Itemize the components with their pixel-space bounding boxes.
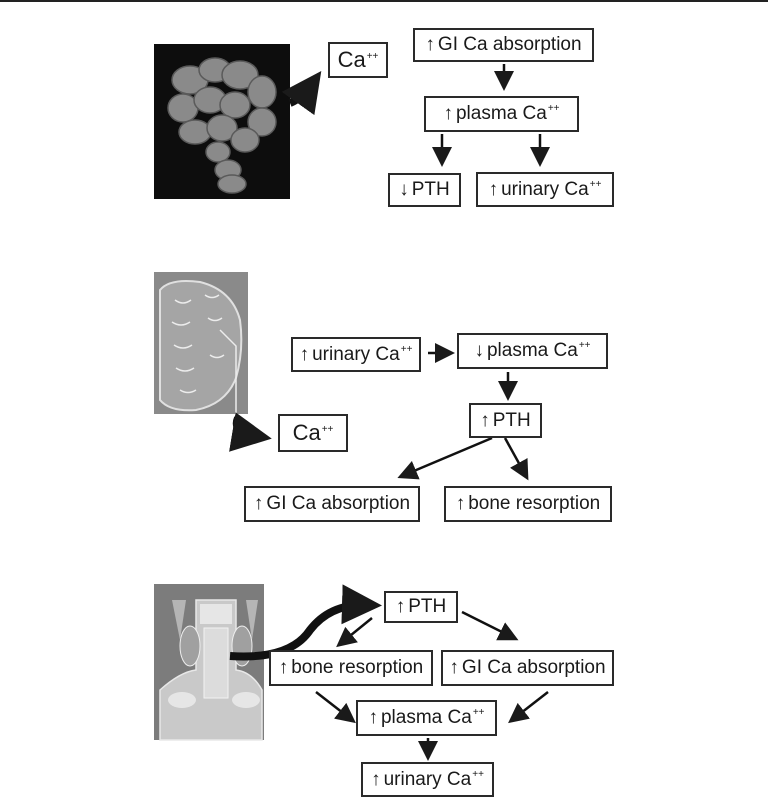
- up-arrow-icon: ↑: [449, 657, 459, 678]
- kidney-image: [154, 272, 248, 414]
- p2-pth-box: ↑PTH: [469, 403, 542, 438]
- p1-urinary-label: urinary Ca: [501, 179, 589, 200]
- transfer-arrow-1: [290, 84, 312, 103]
- arrow-p3-pth-gi: [462, 612, 514, 638]
- p3-plasma-label: plasma Ca: [381, 707, 472, 728]
- p3-gi-label: GI Ca absorption: [462, 657, 606, 678]
- p2-plasma-superscript: ++: [579, 340, 591, 351]
- p3-plasma-box: ↑plasma Ca++: [356, 700, 497, 736]
- up-arrow-icon: ↑: [396, 596, 406, 617]
- p2-ca-sup: ++: [322, 424, 334, 435]
- p1-ca-box: Ca++: [328, 42, 388, 78]
- p1-plasma-label: plasma Ca: [456, 103, 547, 124]
- p2-gi-label: GI Ca absorption: [266, 493, 410, 514]
- down-arrow-icon: ↓: [474, 340, 484, 361]
- p3-urinary-box: ↑urinary Ca++: [361, 762, 494, 797]
- up-arrow-icon: ↑: [279, 657, 289, 678]
- p1-ca-sup: ++: [367, 51, 379, 62]
- up-arrow-icon: ↑: [443, 103, 453, 124]
- p3-pth-box: ↑PTH: [384, 591, 458, 623]
- p3-urinary-label: urinary Ca: [384, 769, 472, 790]
- p2-bone-box: ↑bone resorption: [444, 486, 612, 522]
- up-arrow-icon: ↑: [425, 34, 435, 55]
- p1-urinary-superscript: ++: [590, 179, 602, 190]
- p1-pth-label: PTH: [412, 179, 450, 200]
- p3-bone-box: ↑bone resorption: [269, 650, 433, 686]
- p1-plasma-box: ↑plasma Ca++: [424, 96, 579, 132]
- colon-image: [154, 44, 290, 199]
- p2-urinary-label: urinary Ca: [312, 344, 400, 365]
- up-arrow-icon: ↑: [254, 493, 264, 514]
- arrow-p2-pth-gi: [402, 438, 492, 476]
- p2-gi-box: ↑GI Ca absorption: [244, 486, 420, 522]
- p2-plasma-box: ↓plasma Ca++: [457, 333, 608, 369]
- up-arrow-icon: ↑: [300, 344, 310, 365]
- up-arrow-icon: ↑: [480, 410, 490, 431]
- p2-urinary-box: ↑urinary Ca++: [291, 337, 421, 372]
- p2-bone-label: bone resorption: [468, 493, 600, 514]
- down-arrow-icon: ↓: [399, 179, 409, 200]
- arrow-p3-pth-bone: [340, 618, 372, 644]
- p2-ca-box: Ca++: [278, 414, 348, 452]
- p2-ca-label: Ca: [293, 420, 321, 445]
- p3-gi-box: ↑GI Ca absorption: [441, 650, 614, 686]
- transfer-arrow-2: [237, 418, 256, 436]
- arrow-p3-bone-plasma: [316, 692, 352, 720]
- p3-bone-label: bone resorption: [291, 657, 423, 678]
- up-arrow-icon: ↑: [456, 493, 466, 514]
- p2-urinary-superscript: ++: [401, 344, 413, 355]
- p1-gi-box: ↑GI Ca absorption: [413, 28, 594, 62]
- parathyroid-neck-image: [154, 584, 264, 740]
- p1-plasma-superscript: ++: [548, 103, 560, 114]
- arrow-p2-pth-bone: [505, 438, 526, 476]
- p2-pth-label: PTH: [493, 410, 531, 431]
- up-arrow-icon: ↑: [371, 769, 381, 790]
- p1-urinary-box: ↑urinary Ca++: [476, 172, 614, 207]
- p1-pth-box: ↓PTH: [388, 173, 461, 207]
- p1-ca-label: Ca: [338, 47, 366, 72]
- arrow-p3-gi-plasma: [512, 692, 548, 720]
- p1-gi-label: GI Ca absorption: [438, 34, 582, 55]
- up-arrow-icon: ↑: [368, 707, 378, 728]
- p2-plasma-label: plasma Ca: [487, 340, 578, 361]
- up-arrow-icon: ↑: [489, 179, 499, 200]
- p3-plasma-superscript: ++: [473, 707, 485, 718]
- p3-pth-label: PTH: [408, 596, 446, 617]
- p3-urinary-superscript: ++: [472, 769, 484, 780]
